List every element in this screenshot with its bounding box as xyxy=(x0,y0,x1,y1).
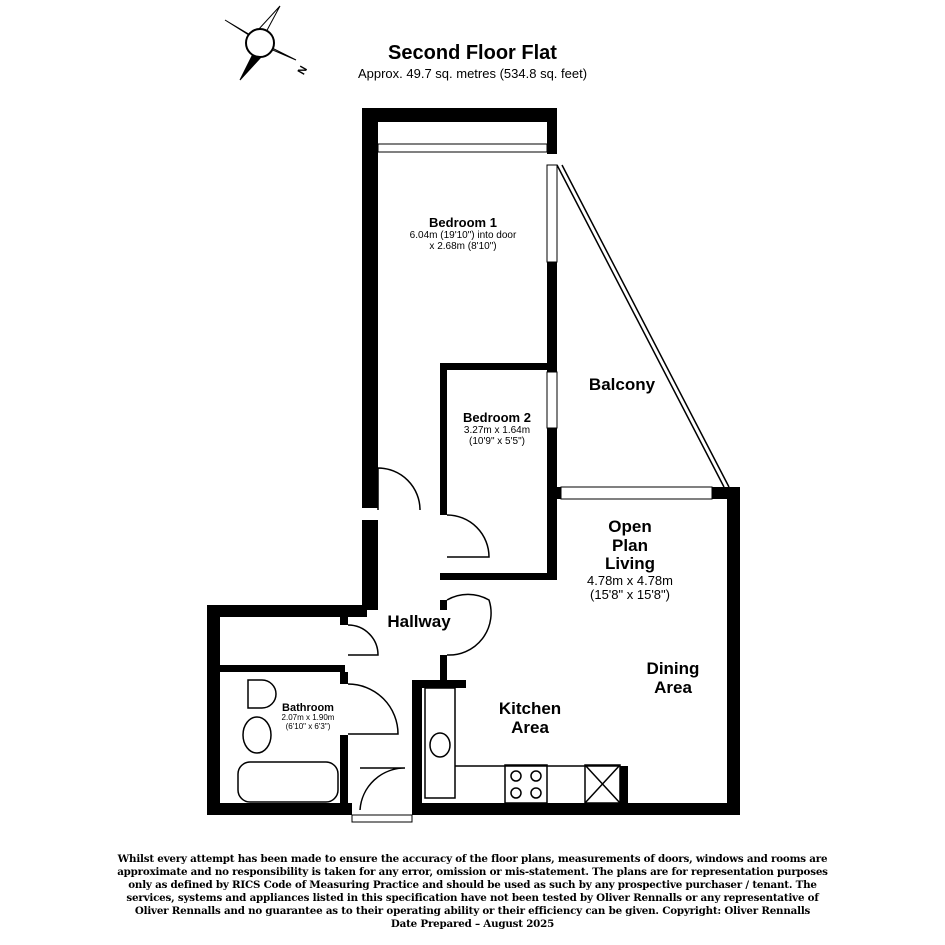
balcony-outline xyxy=(556,164,730,488)
doors xyxy=(347,467,492,811)
room-label-kitchen-area: Kitchen Area xyxy=(485,699,575,737)
room-label-hallway: Hallway xyxy=(387,612,451,631)
room-dimensions: 4.78m x 4.78m xyxy=(587,573,673,589)
room-label-balcony: Balcony xyxy=(588,375,656,394)
bath-icon xyxy=(237,761,339,803)
room-dimensions: x 2.68m (8'10") xyxy=(429,241,497,253)
room-label-bedroom-2: Bedroom 2 3.27m x 1.64m (10'9" x 5'5") xyxy=(447,410,547,448)
room-name: Area xyxy=(654,677,692,697)
disclaimer-text: Whilst every attempt has been made to en… xyxy=(117,853,828,917)
room-dimensions: (15'8" x 15'8") xyxy=(590,587,670,603)
room-name: Living xyxy=(604,554,656,574)
room-label-bathroom: Bathroom 2.07m x 1.90m (6'10" x 6'3") xyxy=(268,702,348,732)
room-dimensions: 2.07m x 1.90m xyxy=(281,713,335,723)
compass-icon: N xyxy=(224,5,310,81)
room-dimensions: 6.04m (19'10") into door xyxy=(409,230,517,242)
toilet-icon xyxy=(247,679,277,709)
room-label-open-plan-living: Open Plan Living 4.78m x 4.78m (15'8" x … xyxy=(560,517,700,603)
room-name: Bedroom 1 xyxy=(429,215,497,230)
room-name: Open xyxy=(608,517,652,536)
walls xyxy=(207,108,740,815)
sink-icon xyxy=(429,732,451,758)
basin-icon xyxy=(242,716,272,754)
disclaimer: Whilst every attempt has been made to en… xyxy=(110,853,835,931)
windows xyxy=(351,143,713,823)
fixtures xyxy=(237,679,621,804)
room-name: Dining xyxy=(646,659,700,678)
room-dimensions: 3.27m x 1.64m xyxy=(463,425,531,437)
room-dimensions: (10'9" x 5'5") xyxy=(469,436,525,448)
page-title: Second Floor Flat xyxy=(388,42,557,64)
hob-icon xyxy=(504,764,548,804)
room-label-bedroom-1: Bedroom 1 6.04m (19'10") into door x 2.6… xyxy=(380,215,546,253)
room-name: Kitchen xyxy=(498,699,562,718)
room-name: Bedroom 2 xyxy=(463,410,531,425)
room-name: Bathroom xyxy=(282,702,334,714)
room-name: Plan xyxy=(612,535,648,555)
area-subtitle: Approx. 49.7 sq. metres (534.8 sq. feet) xyxy=(357,66,588,81)
date-prepared: Date Prepared – August 2025 xyxy=(390,918,555,930)
room-name: Area xyxy=(511,717,549,737)
room-dimensions: (6'10" x 6'3") xyxy=(285,721,331,731)
room-label-dining-area: Dining Area xyxy=(628,659,718,697)
